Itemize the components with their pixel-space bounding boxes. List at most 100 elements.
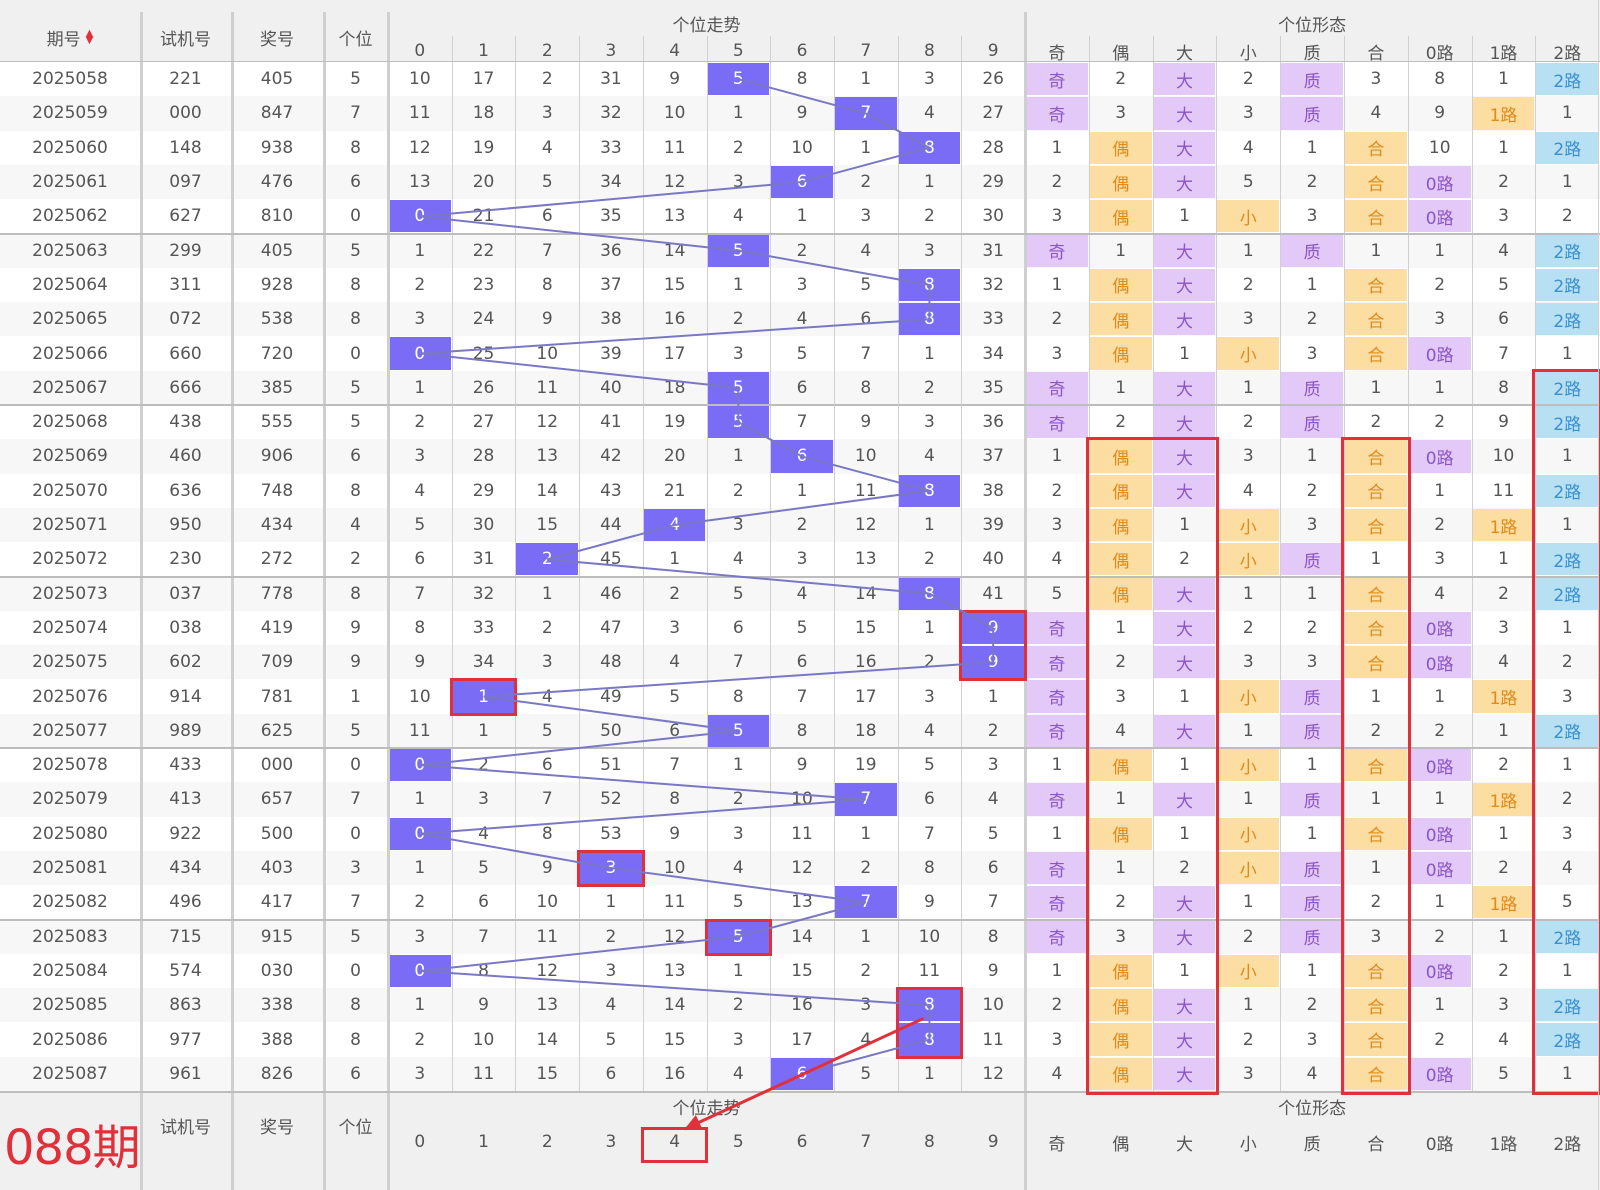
shape-cell: 2 xyxy=(1242,412,1254,433)
trend-cell: 7 xyxy=(924,823,935,844)
header-shape-col: 2路 xyxy=(1553,43,1582,64)
shape-cell: 合 xyxy=(1345,508,1407,542)
sort-up-down-icon[interactable]: ▲▼ xyxy=(85,28,94,46)
shape-cell: 2 xyxy=(1051,172,1063,193)
trend-cell: 2 xyxy=(414,412,426,433)
shape-cell: 3 xyxy=(1434,549,1446,570)
trend-cell: 3 xyxy=(414,1063,426,1084)
shape-cell: 质 xyxy=(1281,371,1343,404)
shape-cell: 1 xyxy=(1306,446,1318,467)
digit-divider xyxy=(897,36,899,1091)
row-unit: 8 xyxy=(350,274,361,295)
trend-cell: 4 xyxy=(541,137,553,158)
trend-cell: 3 xyxy=(541,652,553,673)
trend-cell: 6 xyxy=(796,652,808,673)
shape-cell: 2路 xyxy=(1536,131,1599,164)
shape-cell: 2 xyxy=(1561,206,1573,227)
trend-cell: 17 xyxy=(663,343,686,364)
header-separator xyxy=(0,61,1600,62)
trend-cell: 4 xyxy=(860,1029,872,1050)
shape-cell: 1 xyxy=(1561,755,1573,776)
trend-cell: 1 xyxy=(987,686,999,707)
row-issue: 2025087 xyxy=(32,1063,108,1084)
shape-cell: 2路 xyxy=(1536,989,1599,1022)
row-unit: 5 xyxy=(350,240,361,261)
highlight-box-3 xyxy=(577,849,645,888)
row-unit: 7 xyxy=(350,103,361,124)
trend-cell: 4 xyxy=(541,686,553,707)
selected-digit-ball: 6 xyxy=(771,1057,833,1090)
trend-cell: 10 xyxy=(409,69,431,90)
shape-cell: 2 xyxy=(1051,995,1063,1016)
shape-cell: 奇 xyxy=(1026,680,1088,713)
shape-cell: 2 xyxy=(1306,995,1318,1016)
footer-shape-col: 大 xyxy=(1175,1134,1193,1155)
footer-test-number: 试机号 xyxy=(160,1117,211,1138)
header-digit-7: 7 xyxy=(860,41,872,61)
row-test-number: 433 xyxy=(169,755,202,776)
selected-digit-ball: 0 xyxy=(389,200,451,233)
shape-cell: 1 xyxy=(1498,926,1509,947)
selected-digit-ball: 8 xyxy=(898,577,961,610)
selected-digit-ball: 7 xyxy=(834,97,897,130)
footer-digit-4: 4 xyxy=(669,1132,681,1152)
shape-cell: 4 xyxy=(1051,1063,1063,1084)
trend-cell: 47 xyxy=(600,617,622,638)
row-test-number: 636 xyxy=(169,480,202,501)
shape-cell: 合 xyxy=(1345,817,1407,850)
trend-cell: 29 xyxy=(472,480,495,501)
group-separator xyxy=(0,747,1600,749)
shape-cell: 偶 xyxy=(1089,543,1152,576)
row-prize-number: 476 xyxy=(260,172,294,193)
shape-cell: 1 xyxy=(1115,240,1127,261)
row-unit: 8 xyxy=(350,1029,361,1050)
row-issue: 2025060 xyxy=(32,137,108,158)
shape-cell: 1 xyxy=(1561,1063,1573,1084)
shape-cell: 奇 xyxy=(1026,63,1088,96)
trend-cell: 5 xyxy=(605,1029,617,1050)
row-prize-number: 338 xyxy=(260,995,294,1016)
row-test-number: 460 xyxy=(169,446,202,467)
shape-cell: 1 xyxy=(1498,137,1509,158)
trend-cell: 9 xyxy=(796,103,808,124)
footer-digit-7: 7 xyxy=(860,1132,872,1152)
shape-cell: 2 xyxy=(1115,412,1127,433)
trend-cell: 6 xyxy=(414,549,426,570)
shape-cell: 9 xyxy=(1498,412,1509,433)
shape-cell: 大 xyxy=(1153,165,1216,199)
row-test-number: 434 xyxy=(169,858,202,879)
selected-digit-ball: 5 xyxy=(707,714,770,747)
trend-cell: 10 xyxy=(854,446,877,467)
shape-cell: 1 xyxy=(1051,137,1063,158)
shape-cell: 3 xyxy=(1242,1063,1254,1084)
digit-divider xyxy=(961,36,963,1091)
trend-cell: 1 xyxy=(732,103,744,124)
digit-divider xyxy=(515,36,517,1091)
row-issue: 2025063 xyxy=(32,240,108,261)
trend-cell: 30 xyxy=(472,515,495,536)
shape-cell: 1 xyxy=(1434,789,1446,810)
trend-cell: 9 xyxy=(669,823,681,844)
row-unit: 8 xyxy=(350,480,361,501)
trend-cell: 7 xyxy=(478,926,489,947)
footer-shape-col: 2路 xyxy=(1553,1134,1582,1155)
row-prize-number: 538 xyxy=(260,309,294,330)
shape-cell: 9 xyxy=(1434,103,1446,124)
trend-cell: 3 xyxy=(732,343,744,364)
trend-cell: 1 xyxy=(414,240,426,261)
trend-cell: 2 xyxy=(924,377,935,398)
trend-cell: 9 xyxy=(860,412,872,433)
footer-digit-2: 2 xyxy=(541,1132,553,1152)
shape-cell: 偶 xyxy=(1089,1057,1152,1090)
shape-cell: 偶 xyxy=(1089,1023,1152,1056)
trend-cell: 16 xyxy=(791,995,813,1016)
trend-cell: 32 xyxy=(600,103,622,124)
trend-cell: 8 xyxy=(796,69,808,90)
shape-cell: 2 xyxy=(1434,1029,1446,1050)
trend-cell: 2 xyxy=(732,789,744,810)
shape-cell: 偶 xyxy=(1089,989,1152,1022)
trend-cell: 16 xyxy=(854,652,877,673)
trend-cell: 35 xyxy=(982,377,1004,398)
row-unit: 7 xyxy=(350,789,361,810)
trend-cell: 1 xyxy=(860,69,872,90)
